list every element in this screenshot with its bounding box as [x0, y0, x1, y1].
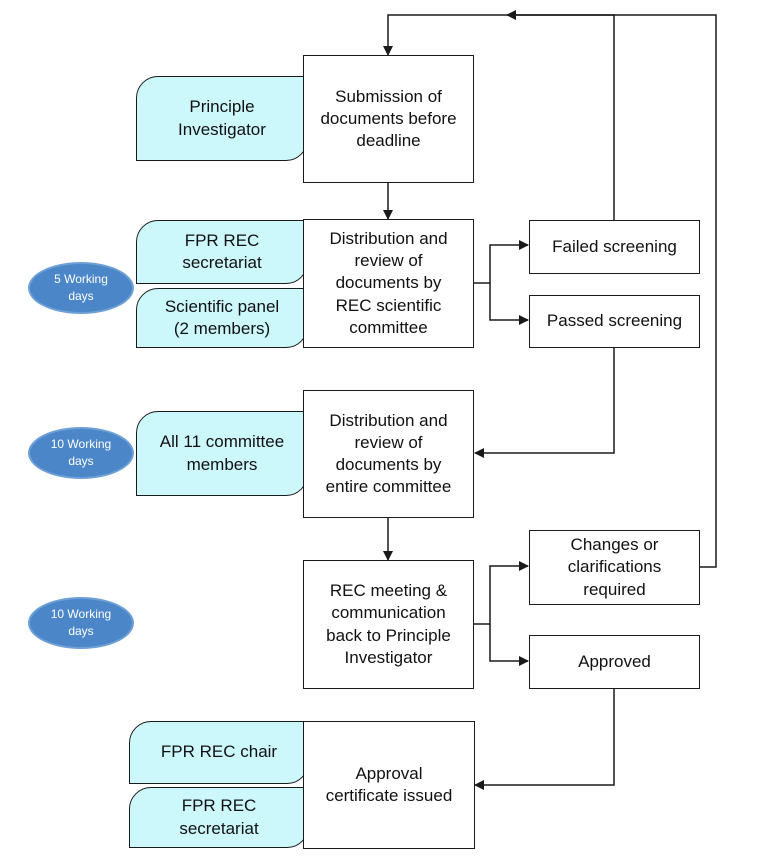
duration-badge: 5 Working days	[28, 262, 134, 314]
arrow-failed-loop	[383, 14, 615, 220]
step-submission: Submission of documents before deadline	[303, 55, 474, 183]
step-committee-review: Distribution and review of documents by …	[303, 390, 474, 518]
arrow-passed-to-committee	[474, 347, 615, 458]
outcome-approved: Approved	[529, 635, 700, 689]
outcome-failed-screening: Failed screening	[529, 220, 700, 274]
duration-badge: 10 Working days	[28, 597, 134, 649]
step-meeting: REC meeting & communication back to Prin…	[303, 560, 474, 689]
outcome-passed-screening: Passed screening	[529, 295, 700, 348]
arrow-review-to-passed	[489, 283, 529, 325]
arrow-changes-loop	[506, 10, 717, 568]
arrow-meeting-to-approved	[489, 624, 529, 666]
arrow-meeting-to-changes	[474, 561, 529, 625]
outcome-changes-required: Changes or clarifications required	[529, 530, 700, 605]
role-secretariat: FPR REC secretariat	[136, 220, 308, 284]
arrow-approved-to-certificate	[474, 689, 615, 790]
duration-badge: 10 Working days	[28, 427, 134, 479]
role-scientific-panel: Scientific panel (2 members)	[136, 288, 308, 348]
role-secretariat-2: FPR REC secretariat	[129, 787, 309, 848]
role-rec-chair: FPR REC chair	[129, 721, 309, 784]
role-principle-investigator: Principle Investigator	[136, 76, 308, 161]
step-certificate: Approval certificate issued	[303, 721, 475, 849]
arrow-review-to-failed	[474, 240, 529, 284]
role-all-committee-members: All 11 committee members	[136, 411, 308, 496]
step-scientific-review: Distribution and review of documents by …	[303, 219, 474, 348]
